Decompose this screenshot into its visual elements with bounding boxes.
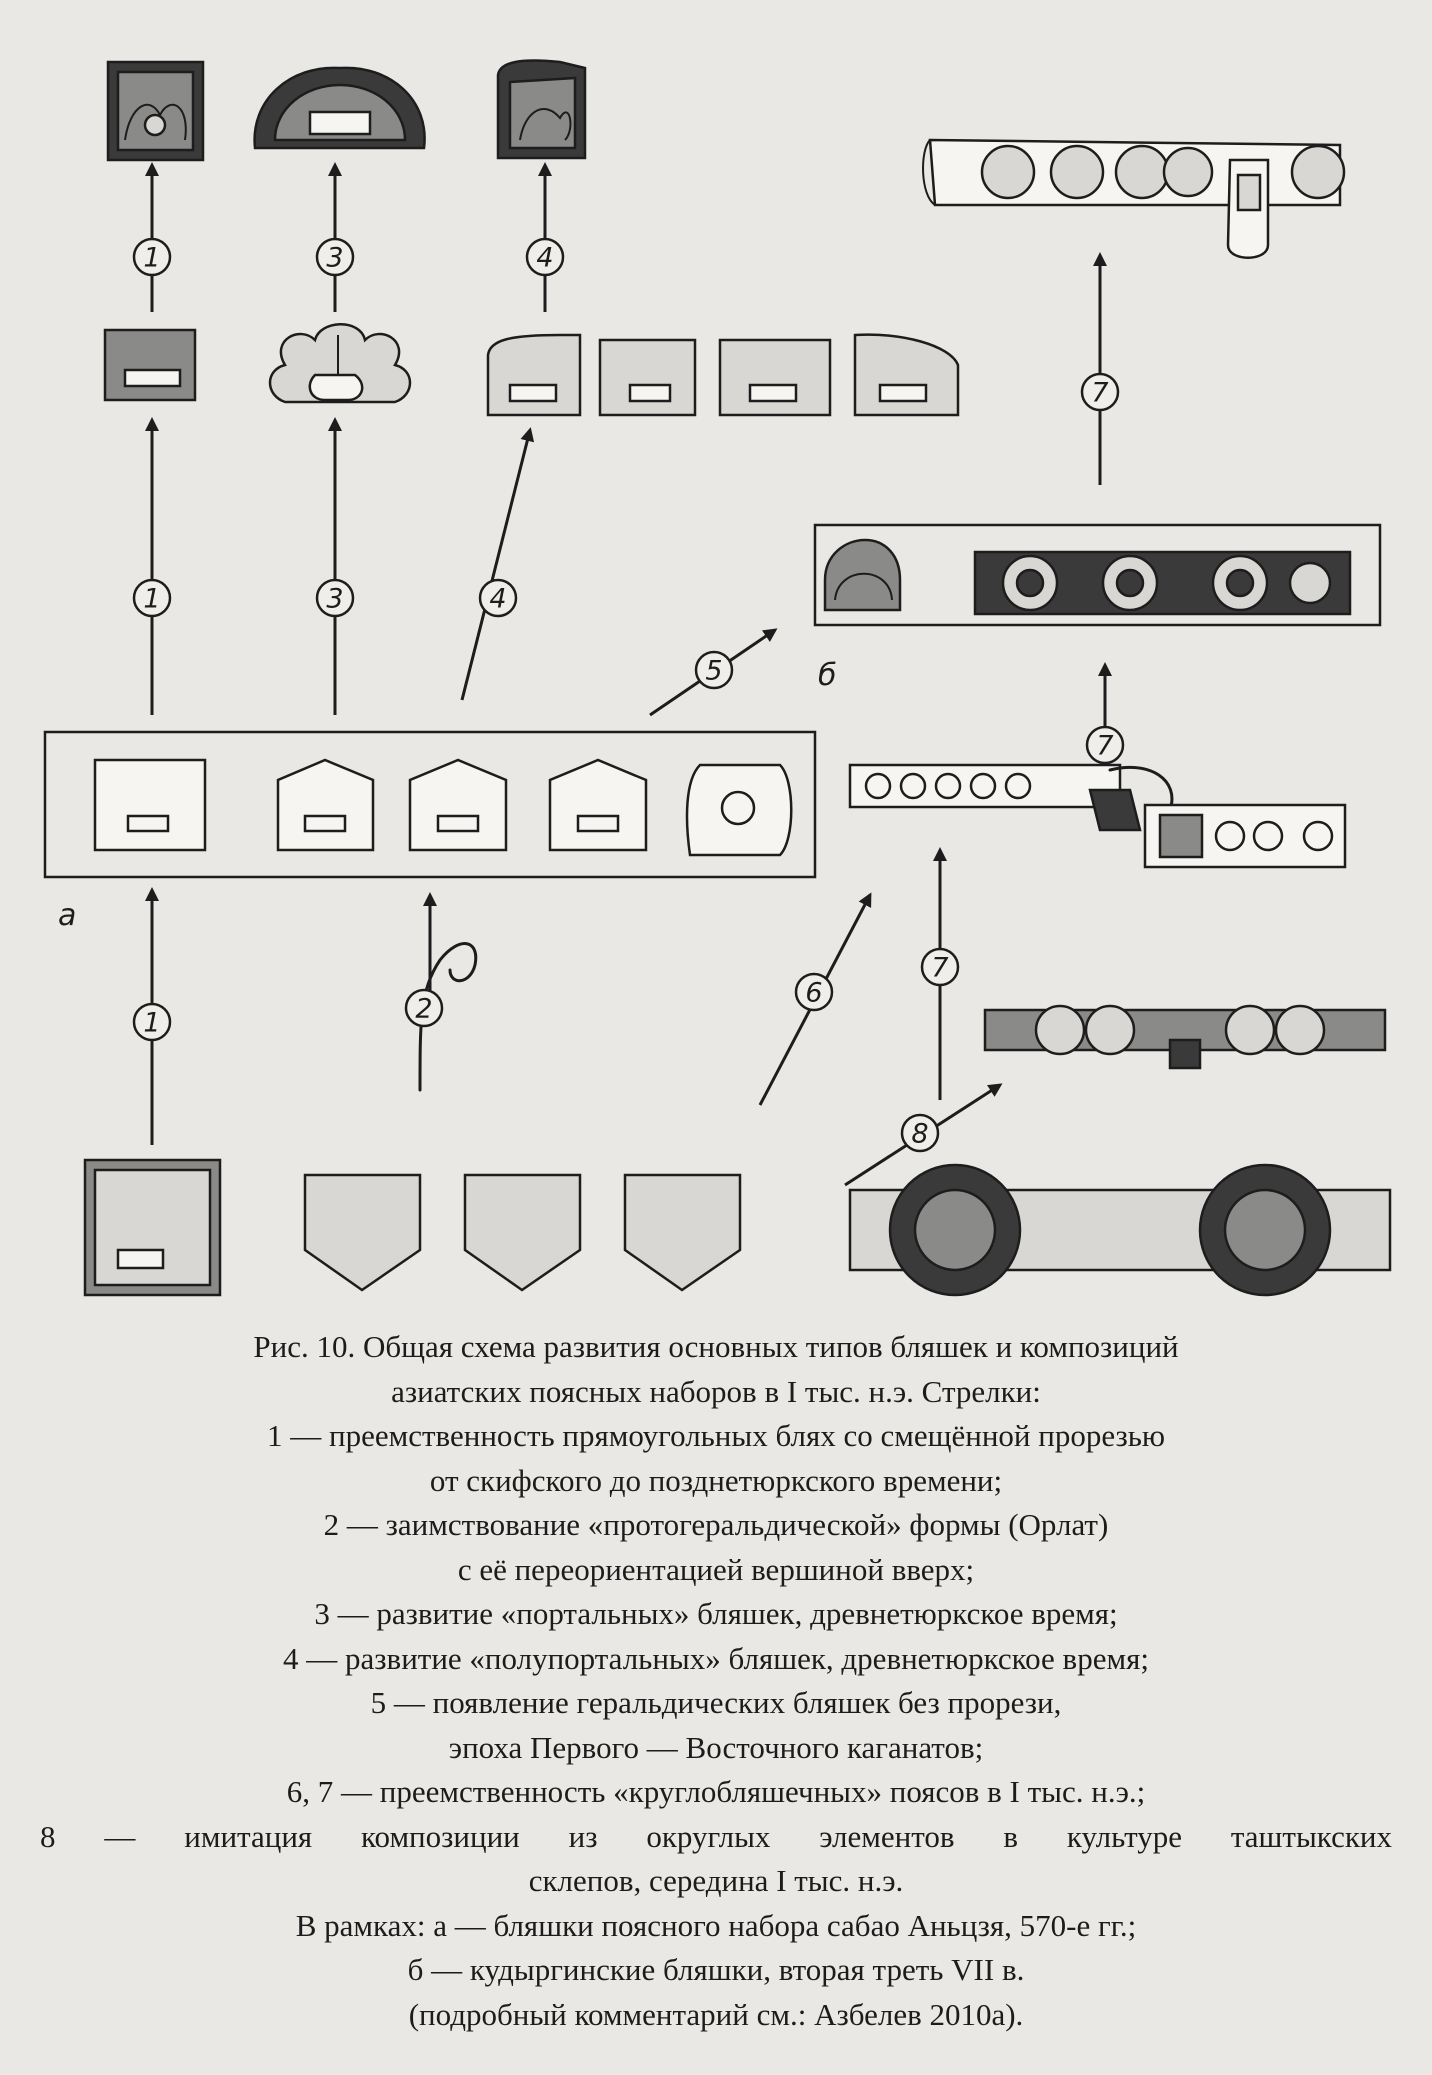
arrow-number-circle (920, 947, 960, 987)
arrow-4 (460, 427, 535, 701)
arrow-number-label: 7 (931, 953, 948, 984)
roundel-belt-tashtyk-lower (983, 1004, 1387, 1070)
caption-item-6-7: 6, 7 — преемственность «круглобляшечных»… (286, 1774, 1146, 1809)
caption-item-2-line-2: с её переориентацией вершиной вверх; (457, 1551, 975, 1587)
arrow-number-label: 5 (705, 656, 722, 687)
arrow-number-label: 8 (911, 1119, 928, 1150)
arrow-number-label: 3 (326, 584, 343, 615)
caption-item-2-line-1: 2 — заимствование «протогеральдической» … (323, 1507, 1109, 1542)
roundel-belt-tashtyk-bottom (848, 1163, 1392, 1297)
frame-b-label: б (818, 658, 837, 693)
arrow-number-label: 3 (326, 243, 343, 274)
plaque-row2-1-rect-slot (103, 328, 197, 402)
sabao-anzhua-plaques (93, 758, 793, 857)
arrow-number-labels: 1 1 1 2 3 3 4 4 5 6 7 7 7 8 (132, 237, 1125, 1153)
arrow-number-circle (404, 988, 444, 1028)
arrow-number-circle (132, 1002, 172, 1042)
arrow-number-label: 7 (1096, 731, 1113, 762)
frame-b (813, 523, 1382, 627)
arrow-number-circle (132, 578, 172, 618)
caption-item-8-line-1: 8 — имитация композиции из округлых элем… (40, 1818, 1392, 1854)
caption-item-5-line-1: 5 — появление геральдических бляшек без … (370, 1685, 1062, 1720)
caption-item-3: 3 — развитие «портальных» бляшек, древне… (314, 1596, 1118, 1631)
plaque-top-3-portal-ornate (253, 66, 426, 150)
arrow-number-circle (315, 237, 355, 277)
caption-reference: (подробный комментарий см.: Азбелев 2010… (408, 1996, 1024, 2032)
arrow-number-circle (1080, 372, 1120, 412)
arrow-number-circle (694, 650, 734, 690)
arrow-number-label: 4 (489, 584, 506, 615)
arrows (145, 162, 1112, 1187)
plaque-top-1-figural (106, 60, 205, 162)
caption-item-5-line-2: эпоха Первого — Восточного каганатов; (448, 1729, 984, 1765)
arrow-number-label: 1 (143, 243, 160, 274)
plaques-bottom-orlat-shields (303, 1173, 742, 1292)
roundel-belt-top (922, 138, 1346, 259)
arrow-number-label: 2 (415, 994, 432, 1025)
arrow-number-circle (315, 578, 355, 618)
caption-item-4: 4 — развитие «полупортальных» бляшек, др… (283, 1640, 1149, 1676)
arrow-number-label: 6 (805, 978, 822, 1009)
arrow-number-circle (794, 972, 834, 1012)
caption-title-line-1: Рис. 10. Общая схема развития основных т… (253, 1329, 1179, 1364)
plaque-row2-3-portal (268, 323, 412, 404)
arrow-number-label: 1 (143, 1008, 160, 1039)
caption-frames-a: В рамках: а — бляшки поясного набора саб… (295, 1907, 1137, 1943)
caption-item-1-line-1: 1 — преемственность прямоугольных блях с… (266, 1418, 1166, 1453)
plaque-top-4-semiportal-figural (496, 59, 587, 160)
arrow-number-label: 1 (143, 584, 160, 615)
arrow-number-label: 4 (536, 243, 553, 274)
arrow-number-label: 7 (1091, 378, 1108, 409)
arrow-number-circle (525, 237, 565, 277)
kudyrge-plaques (823, 538, 1352, 616)
roundel-belt-middle (848, 763, 1347, 869)
plaque-bottom-scythian-rect (83, 1158, 222, 1297)
arrow-number-circle (132, 237, 172, 277)
caption-item-1-line-2: от скифского до позднетюркского времени; (429, 1462, 1003, 1498)
belt-plaque-evolution-diagram: б а (43, 59, 1392, 1297)
figure-caption: Рис. 10. Общая схема развития основных т… (40, 1325, 1392, 2037)
arrow-number-circle (478, 578, 518, 618)
arrow-number-circle (900, 1113, 940, 1153)
caption-item-8-line-2: склепов, середина I тыс. н.э. (528, 1863, 904, 1898)
caption-title-line-2: азиатских поясных наборов в I тыс. н.э. … (391, 1373, 1041, 1409)
arrow-number-circle (1085, 725, 1125, 765)
frame-a (43, 730, 817, 879)
belt-plaques-row2-semiportal (486, 333, 960, 417)
caption-frames-b: б — кудыргинские бляшки, вторая треть VI… (407, 1952, 1025, 1987)
frame-a-label: а (58, 898, 76, 933)
